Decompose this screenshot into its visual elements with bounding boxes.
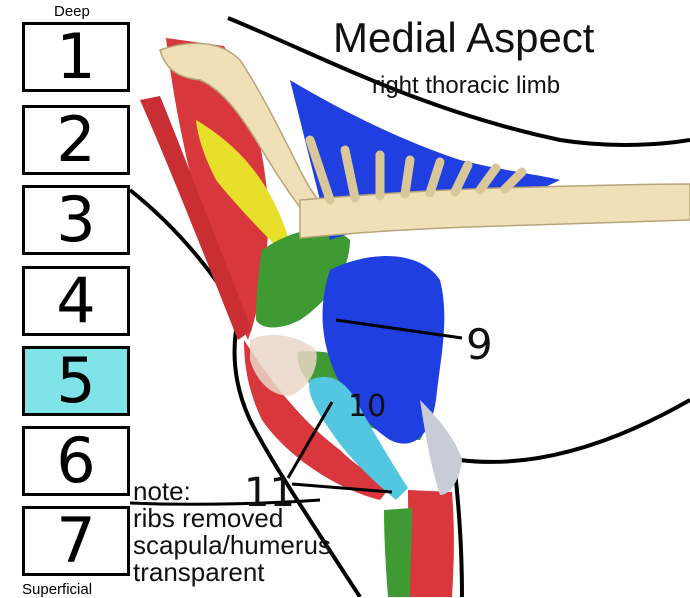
layer-button-5[interactable]: 5 [22,346,130,416]
layer-button-4[interactable]: 4 [22,266,130,336]
note-line-2: ribs removed [133,503,284,533]
body-outline-elbow [129,498,321,506]
layer-button-2[interactable]: 2 [22,105,130,175]
layer-button-1[interactable]: 1 [22,22,130,92]
callout-line-11 [291,482,393,494]
page-title: Medial Aspect [333,14,595,61]
deep-label: Deep [54,3,90,20]
muscle-green-upper [256,229,350,328]
callout-line-9 [335,318,463,340]
note-line-1: note: [133,476,191,506]
callout-label-11: 11 [244,470,295,516]
muscle-yellow [196,120,291,260]
note-text: note: ribs removed scapula/humerus trans… [133,478,331,586]
note-line-4: transparent [133,557,265,587]
layer-button-3[interactable]: 3 [22,185,130,255]
callout-label-9: 9 [466,320,493,369]
muscle-red-strap [140,96,252,340]
callout-label-10: 10 [348,389,387,424]
muscle-red-forearm [408,490,454,597]
scapula-transparent [420,400,462,495]
layer-button-7[interactable]: 7 [22,506,130,576]
callout-line-10 [286,401,334,479]
muscle-cyan [309,376,408,500]
body-outline-belly [459,398,690,464]
note-line-3: scapula/humerus [133,530,331,560]
superficial-label: Superficial [22,581,93,598]
page-subtitle: right thoracic limb [372,72,561,99]
muscle-green-forearm [384,508,412,597]
body-outline-upper [227,16,690,147]
spinous-processes [305,135,527,205]
layer-button-6[interactable]: 6 [22,426,130,496]
humerus-transparent [250,335,317,396]
body-outline-front-leg [232,329,362,597]
